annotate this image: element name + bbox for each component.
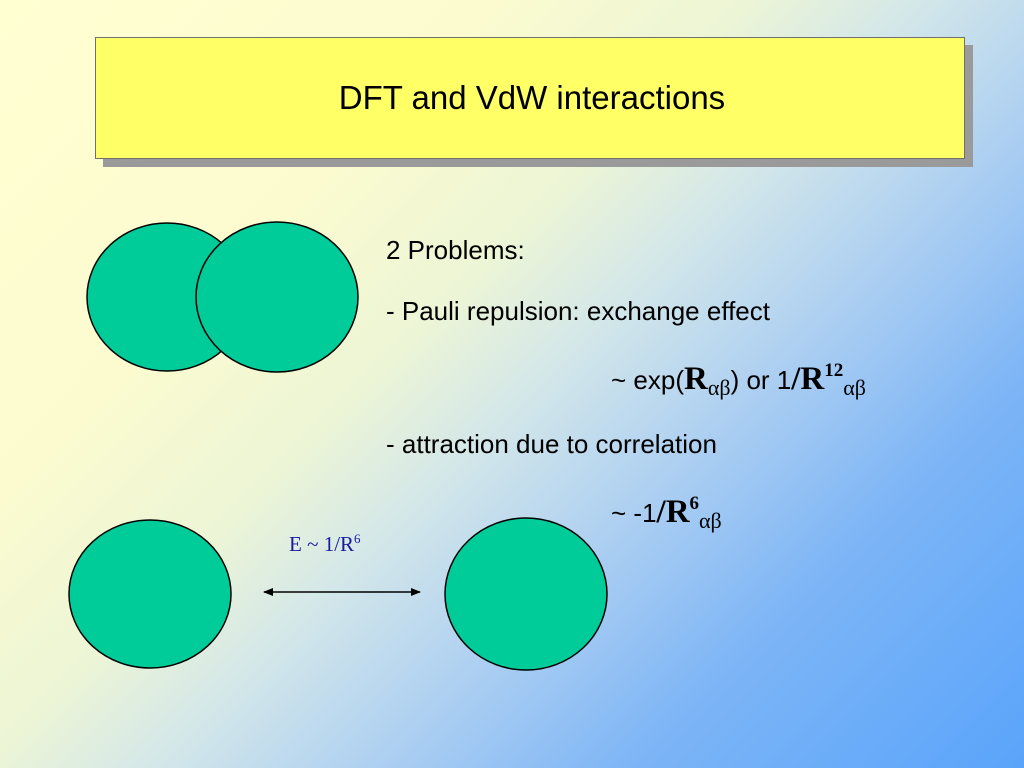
- pauli-formula-slash-r: /R: [791, 361, 825, 397]
- attraction-formula: ~ -1/R6αβ: [611, 493, 722, 533]
- separated-atom-left: [68, 519, 232, 669]
- attraction-formula-slash-r: /R: [656, 494, 690, 530]
- separated-atom-right: [444, 517, 608, 671]
- pauli-formula-sub: αβ: [707, 375, 731, 400]
- energy-label-exp: 6: [354, 531, 361, 546]
- pauli-formula-sub2: αβ: [843, 375, 866, 400]
- pauli-formula-middle: ) or 1: [730, 365, 792, 395]
- pauli-formula-prefix: ~ exp(: [611, 365, 684, 395]
- attraction-text: - attraction due to correlation: [386, 429, 717, 459]
- page-title: DFT and VdW interactions: [338, 79, 726, 116]
- energy-label: E ~ 1/R6: [289, 531, 361, 557]
- pauli-formula-r: R: [684, 361, 708, 397]
- attraction-formula-sub: αβ: [699, 508, 722, 533]
- problems-heading: 2 Problems:: [386, 235, 525, 265]
- energy-label-text: E ~ 1/R: [289, 532, 355, 556]
- title-box: DFT and VdW interactions: [95, 37, 965, 159]
- pauli-repulsion-text: - Pauli repulsion: exchange effect: [386, 296, 770, 326]
- overlapping-atom-right: [195, 221, 359, 373]
- pauli-formula: ~ exp(Rαβ) or 1/R12αβ: [611, 360, 866, 400]
- attraction-formula-prefix: ~ -1: [611, 498, 657, 528]
- pauli-formula-exp: 12: [824, 360, 844, 381]
- attraction-formula-exp: 6: [689, 493, 700, 514]
